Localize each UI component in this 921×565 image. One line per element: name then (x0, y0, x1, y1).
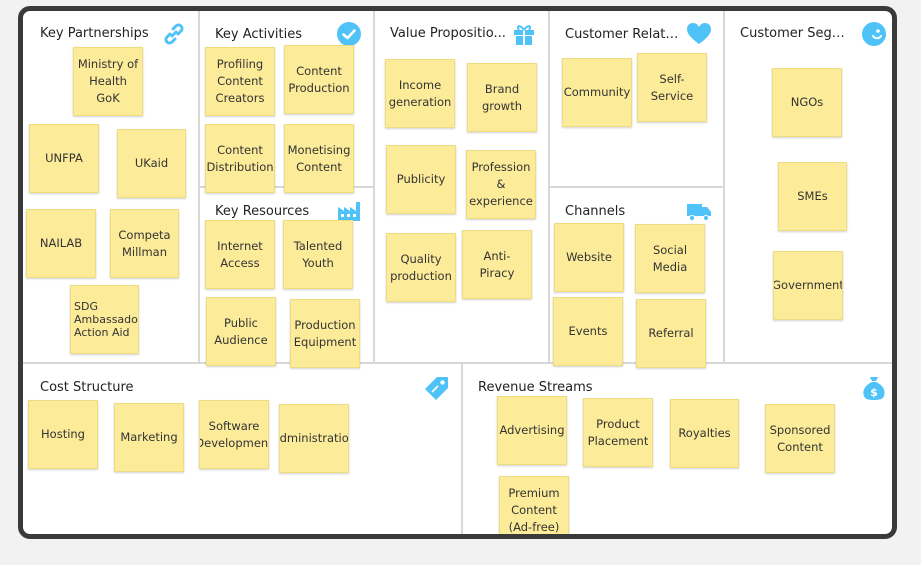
sticky-note[interactable]: Anti- Piracy (462, 230, 532, 299)
sticky-note[interactable]: Public Audience (206, 297, 276, 366)
sticky-note[interactable]: Product Placement (583, 398, 653, 467)
sticky-note[interactable]: Premium Content (Ad-free) (499, 476, 569, 534)
divider (549, 186, 723, 188)
sticky-note[interactable]: Advertising (497, 396, 567, 465)
sticky-note[interactable]: Administration (279, 404, 349, 473)
sticky-note[interactable]: Competa Millman (110, 209, 179, 278)
sticky-note[interactable]: Software Development (199, 400, 269, 469)
sticky-note[interactable]: Website (554, 223, 624, 292)
sticky-note[interactable]: Production Equipment (290, 299, 360, 368)
sticky-note[interactable]: Talented Youth (283, 220, 353, 289)
heart-icon (686, 21, 712, 47)
sticky-note[interactable]: Profession & experience (466, 150, 536, 219)
section-title-channels: Channels (565, 204, 626, 219)
sticky-note[interactable]: Events (553, 297, 623, 366)
sticky-note[interactable]: UKaid (117, 129, 186, 198)
divider (23, 362, 892, 364)
sticky-note[interactable]: Marketing (114, 403, 184, 472)
truck-icon (686, 198, 712, 224)
sticky-note[interactable]: SDG Ambassadors/ Action Aid (70, 285, 139, 354)
sticky-note[interactable]: Brand growth (467, 63, 537, 132)
sticky-note[interactable]: Content Distribution (205, 124, 275, 193)
business-model-canvas: Key Partnerships Key Activities Key Reso… (18, 6, 897, 539)
sticky-note[interactable]: Sponsored Content (765, 404, 835, 473)
factory-icon (336, 198, 362, 224)
sticky-note[interactable]: UNFPA (29, 124, 99, 193)
section-title-key-activities: Key Activities (215, 27, 303, 42)
gift-icon (511, 21, 537, 47)
divider (723, 11, 725, 363)
sticky-note[interactable]: Hosting (28, 400, 98, 469)
section-title-revenue-streams: Revenue Streams (478, 380, 593, 395)
sticky-note[interactable]: Government (773, 251, 843, 320)
check-circle-icon (336, 21, 362, 47)
section-title-key-resources: Key Resources (215, 204, 310, 219)
sticky-note[interactable]: SMEs (778, 162, 847, 231)
section-title-customer-segments: Customer Segm... (740, 26, 855, 41)
money-bag-icon: $ (861, 375, 887, 401)
section-title-value-propositions: Value Propositio... (390, 26, 506, 41)
sticky-note[interactable]: NAILAB (26, 209, 96, 278)
sticky-note[interactable]: Self- Service (637, 53, 707, 122)
sticky-note[interactable]: Quality production (386, 233, 456, 302)
sticky-note[interactable]: NGOs (772, 68, 842, 137)
section-title-cost-structure: Cost Structure (40, 380, 134, 395)
sticky-note[interactable]: Internet Access (205, 220, 275, 289)
sticky-note[interactable]: Content Production (284, 45, 354, 114)
sticky-note[interactable]: Income generation (385, 59, 455, 128)
sticky-note[interactable]: Referral (636, 299, 706, 368)
smiley-icon (861, 21, 887, 47)
sticky-note[interactable]: Publicity (386, 145, 456, 214)
sticky-note[interactable]: Community (562, 58, 632, 127)
sticky-note[interactable]: Monetising Content (284, 124, 354, 193)
section-title-customer-relationships: Customer Relati... (565, 27, 680, 42)
divider (373, 11, 375, 363)
section-title-key-partnerships: Key Partnerships (40, 26, 149, 41)
divider (461, 363, 463, 534)
tag-icon (424, 375, 450, 401)
sticky-note[interactable]: Royalties (670, 399, 739, 468)
sticky-note[interactable]: Ministry of Health GoK (73, 47, 143, 116)
link-icon (161, 21, 187, 47)
sticky-note[interactable]: Social Media (635, 224, 705, 293)
svg-text:$: $ (870, 386, 878, 399)
sticky-note[interactable]: Profiling Content Creators (205, 47, 275, 116)
